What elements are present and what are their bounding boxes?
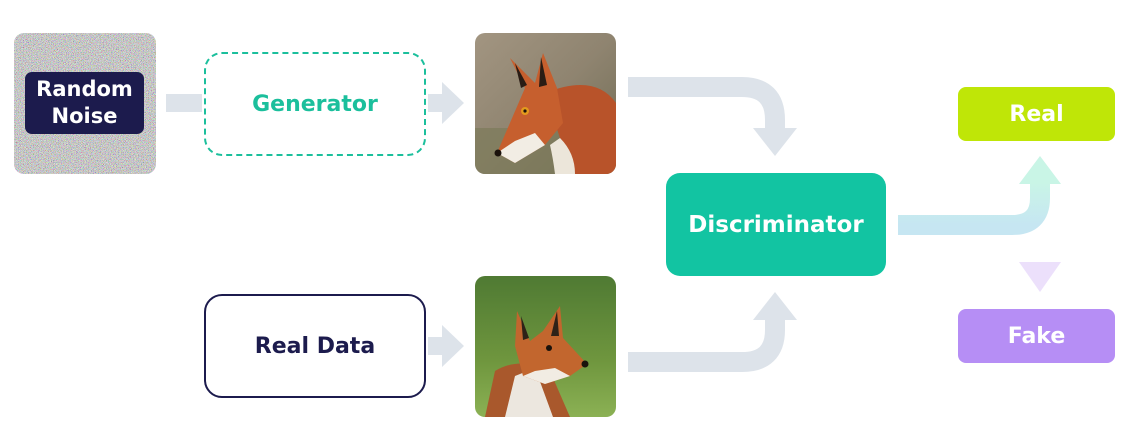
- arrow-discriminator-split: [898, 156, 1061, 292]
- arrow-generator-to-image: [428, 82, 464, 124]
- arrow-noise-to-generator: [166, 94, 202, 112]
- real-fox-image: [475, 276, 616, 417]
- fake-output-node: Fake: [958, 309, 1115, 363]
- arrow-real-image-to-discriminator: [628, 292, 797, 372]
- random-noise-label: Random Noise: [25, 72, 144, 134]
- real-output-node: Real: [958, 87, 1115, 141]
- arrow-realdata-to-image: [428, 325, 464, 367]
- generated-fox-image: [475, 33, 616, 174]
- real-data-node: Real Data: [204, 294, 426, 398]
- generator-node: Generator: [204, 52, 426, 156]
- discriminator-node: Discriminator: [666, 173, 886, 276]
- arrow-fake-image-to-discriminator: [628, 77, 797, 156]
